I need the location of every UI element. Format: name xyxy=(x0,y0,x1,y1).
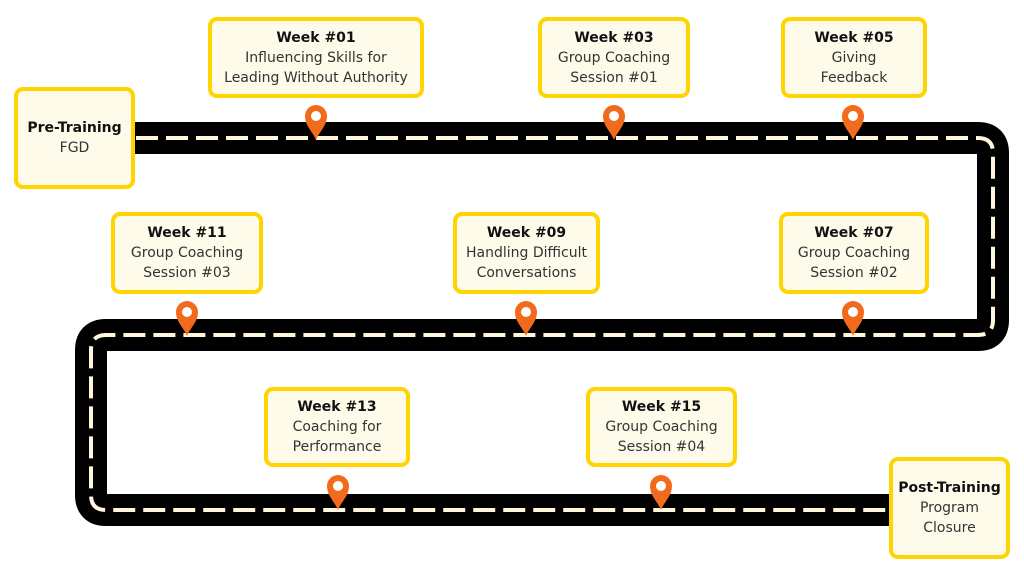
milestone-desc: Giving xyxy=(831,49,877,66)
milestone-desc: Closure xyxy=(923,520,976,536)
map-pin-icon xyxy=(649,474,673,510)
map-pin-icon xyxy=(326,474,350,510)
milestone-week-01: Week #01 Influencing Skills for Leading … xyxy=(208,17,424,98)
milestone-desc: Influencing Skills for xyxy=(245,49,387,66)
milestone-week-05: Week #05 Giving Feedback xyxy=(781,17,927,98)
milestone-title: Post-Training xyxy=(898,480,1001,496)
milestone-title: Week #09 xyxy=(486,225,567,241)
map-pin-icon xyxy=(175,300,199,336)
milestone-title: Week #13 xyxy=(297,399,377,415)
milestone-week-13: Week #13 Coaching for Performance xyxy=(264,387,410,467)
milestone-title: Week #05 xyxy=(814,29,894,46)
milestone-post-training: Post-Training Program Closure xyxy=(889,457,1010,559)
milestone-week-09: Week #09 Handling Difficult Conversation… xyxy=(453,212,600,294)
map-pin-icon xyxy=(841,104,865,140)
milestone-desc: Performance xyxy=(292,439,382,455)
milestone-week-11: Week #11 Group Coaching Session #03 xyxy=(111,212,263,294)
milestone-desc: Group Coaching xyxy=(605,419,718,435)
milestone-desc: Session #03 xyxy=(143,265,231,281)
milestone-desc: Feedback xyxy=(820,69,888,86)
milestone-title: Week #11 xyxy=(147,225,227,241)
milestone-desc: Conversations xyxy=(476,265,577,281)
milestone-desc: FGD xyxy=(59,140,90,156)
milestone-desc: Session #04 xyxy=(617,439,706,455)
map-pin-icon xyxy=(514,300,538,336)
map-pin-icon xyxy=(304,104,328,140)
milestone-week-07: Week #07 Group Coaching Session #02 xyxy=(779,212,929,294)
milestone-desc: Session #01 xyxy=(570,69,658,86)
milestone-desc: Program xyxy=(919,500,980,516)
milestone-week-03: Week #03 Group Coaching Session #01 xyxy=(538,17,690,98)
milestone-title: Week #15 xyxy=(621,399,702,415)
milestone-pre-training: Pre-Training FGD xyxy=(14,87,135,189)
milestone-desc: Coaching for xyxy=(292,419,382,435)
milestone-desc: Handling Difficult xyxy=(465,245,587,261)
milestone-title: Pre-Training xyxy=(27,120,122,136)
milestone-title: Week #01 xyxy=(276,29,356,46)
milestone-title: Week #03 xyxy=(574,29,654,46)
map-pin-icon xyxy=(841,300,865,336)
road-center-dashes xyxy=(89,136,995,512)
milestone-desc: Group Coaching xyxy=(130,245,244,261)
milestone-desc: Leading Without Authority xyxy=(224,69,408,86)
milestone-desc: Group Coaching xyxy=(797,245,911,261)
map-pin-icon xyxy=(602,104,626,140)
milestone-title: Week #07 xyxy=(814,225,894,241)
milestone-desc: Group Coaching xyxy=(557,49,671,66)
milestone-desc: Session #02 xyxy=(810,265,898,281)
milestone-week-15: Week #15 Group Coaching Session #04 xyxy=(586,387,737,467)
